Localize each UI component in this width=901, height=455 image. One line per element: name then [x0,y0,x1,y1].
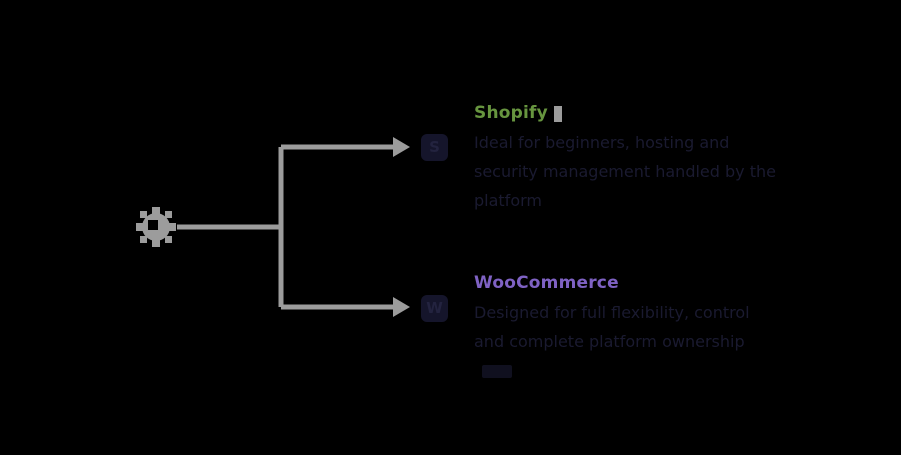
woocommerce-title-row: WooCommerce [474,270,786,296]
bottom-arrowhead-icon [393,297,410,317]
woocommerce-description-text: Designed for full flexibility, control a… [474,303,750,351]
woocommerce-description: Designed for full flexibility, control a… [474,298,776,385]
shopify-branch: Shopify Ideal for beginners, hosting and… [474,100,786,215]
gear-icon [136,207,176,247]
woocommerce-branch: WooCommerce Designed for full flexibilit… [474,270,786,385]
shopify-icon: S [421,134,448,161]
woocommerce-icon-glyph: W [426,299,443,317]
woocommerce-icon: W [421,295,448,322]
shopify-description: Ideal for beginners, hosting and securit… [474,133,776,210]
shopify-title-row: Shopify [474,100,786,126]
top-arrowhead-icon [393,137,410,157]
shopify-icon-glyph: S [429,138,440,156]
woocommerce-title: WooCommerce [474,273,619,293]
shopify-title: Shopify [474,103,548,123]
text-cursor [553,105,562,122]
trailing-dark-block [482,365,512,378]
